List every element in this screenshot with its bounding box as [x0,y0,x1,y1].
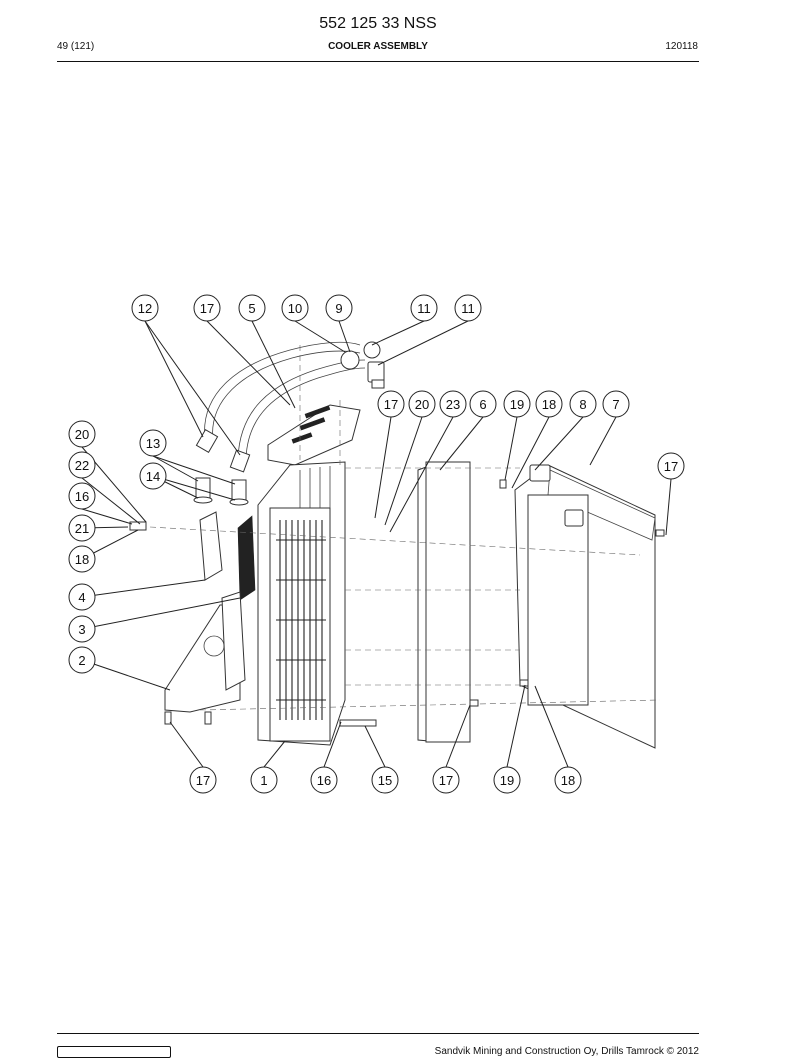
svg-text:7: 7 [612,397,619,412]
callout-16-left: 16 [68,482,96,510]
svg-text:3: 3 [78,622,85,637]
top-plate [267,404,361,466]
callout-7: 7 [602,390,630,418]
section-title: COOLER ASSEMBLY [328,41,428,52]
shroud-body [425,461,471,743]
svg-text:2: 2 [78,653,85,668]
callout-3: 3 [68,615,96,643]
svg-text:13: 13 [146,436,160,451]
callout-21: 21 [68,514,96,542]
svg-text:18: 18 [561,773,575,788]
callout-16-bottom: 16 [310,766,338,794]
fan-housing [257,461,346,746]
svg-text:15: 15 [378,773,392,788]
callout-17-bottom-b: 17 [432,766,460,794]
callout-5: 5 [238,294,266,322]
svg-text:22: 22 [75,458,89,473]
svg-text:17: 17 [664,459,678,474]
svg-text:23: 23 [446,397,460,412]
callout-2: 2 [68,646,96,674]
callout-17-top: 17 [193,294,221,322]
svg-text:16: 16 [317,773,331,788]
footer-copyright: Sandvik Mining and Construction Oy, Dril… [434,1046,699,1057]
svg-text:21: 21 [75,521,89,536]
svg-text:16: 16 [75,489,89,504]
callout-23: 23 [439,390,467,418]
callout-17-bottom-a: 17 [189,766,217,794]
callout-17-mid: 17 [377,390,405,418]
callout-11-a: 11 [410,294,438,322]
svg-text:10: 10 [288,301,302,316]
svg-text:4: 4 [78,590,85,605]
callout-19-mid: 19 [503,390,531,418]
hose-assembly [193,341,366,506]
svg-text:6: 6 [479,397,486,412]
callout-4: 4 [68,583,96,611]
callout-balloons: 12 17 5 10 9 11 11 17 20 23 6 19 18 8 7 … [68,294,685,794]
company-logo [57,1046,171,1058]
svg-text:5: 5 [248,301,255,316]
page-reference: 49 (121) [57,41,95,52]
cover-plates [164,511,256,713]
callout-1: 1 [250,766,278,794]
leader-lines [81,320,672,768]
elbow-fittings [340,341,385,389]
svg-text:17: 17 [439,773,453,788]
callout-19-bottom: 19 [493,766,521,794]
callout-13: 13 [139,429,167,457]
callout-20-mid: 20 [408,390,436,418]
svg-text:17: 17 [200,301,214,316]
callout-14: 14 [139,462,167,490]
callout-9: 9 [325,294,353,322]
header-rule [57,61,699,62]
svg-text:18: 18 [75,552,89,567]
svg-text:12: 12 [138,301,152,316]
cooler-core [514,464,656,749]
svg-text:19: 19 [500,773,514,788]
document-number: 552 125 33 NSS [319,15,437,32]
callout-8: 8 [569,390,597,418]
date-code: 120118 [665,41,698,52]
callout-6: 6 [469,390,497,418]
svg-text:11: 11 [417,301,431,316]
svg-text:20: 20 [415,397,429,412]
svg-text:19: 19 [510,397,524,412]
callout-17-right: 17 [657,452,685,480]
callout-18-left: 18 [68,545,96,573]
svg-text:1: 1 [260,773,267,788]
svg-text:8: 8 [579,397,586,412]
callout-11-b: 11 [454,294,482,322]
callout-12: 12 [131,294,159,322]
svg-text:9: 9 [335,301,342,316]
callout-15: 15 [371,766,399,794]
svg-text:17: 17 [196,773,210,788]
svg-text:11: 11 [461,301,475,316]
svg-text:20: 20 [75,427,89,442]
svg-text:18: 18 [542,397,556,412]
callout-22: 22 [68,451,96,479]
callout-18-bottom: 18 [554,766,582,794]
assembly-lines [149,345,661,711]
svg-text:17: 17 [384,397,398,412]
callout-18-mid: 18 [535,390,563,418]
callout-10: 10 [281,294,309,322]
footer-rule [57,1033,699,1034]
svg-text:14: 14 [146,469,160,484]
callout-20-left: 20 [68,420,96,448]
